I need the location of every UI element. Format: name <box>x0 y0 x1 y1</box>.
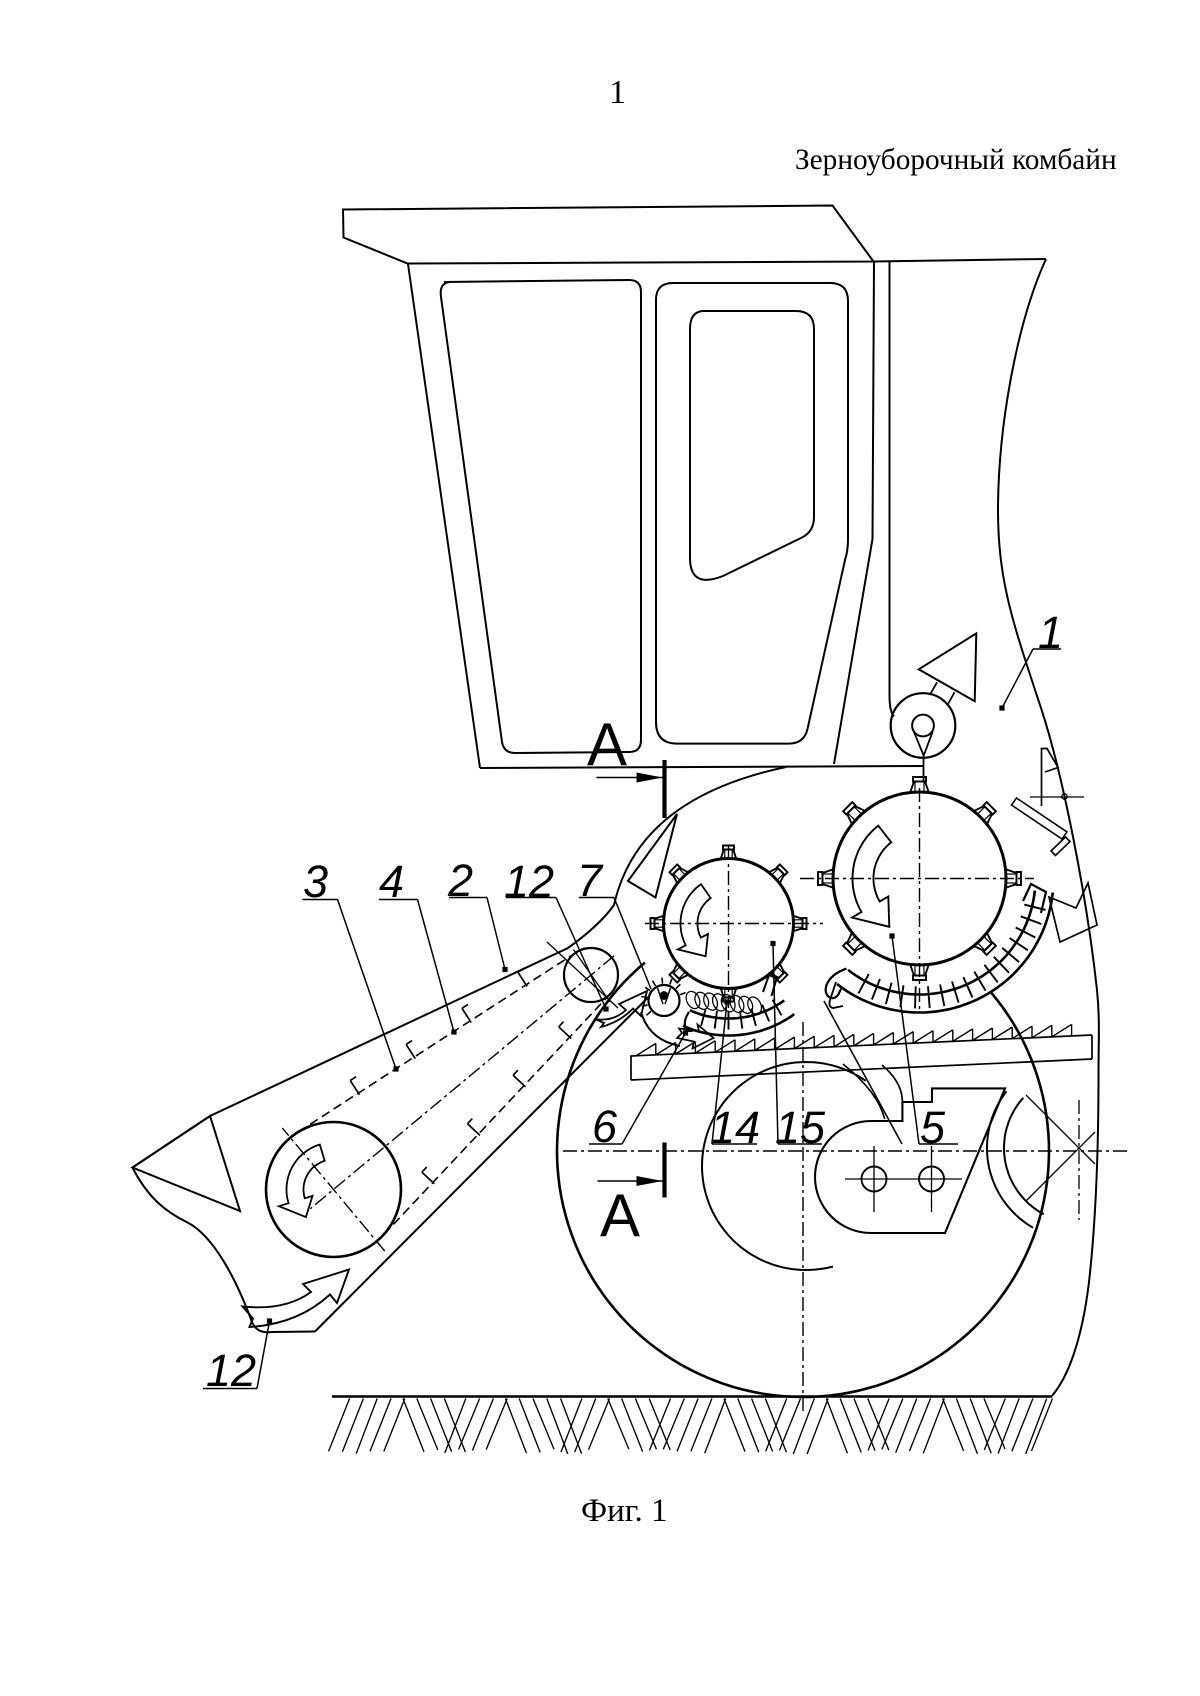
svg-text:2: 2 <box>447 855 473 906</box>
svg-text:1: 1 <box>609 74 626 111</box>
svg-text:5: 5 <box>920 1102 946 1153</box>
svg-text:12: 12 <box>206 1345 256 1396</box>
svg-text:4: 4 <box>379 856 404 907</box>
svg-text:12: 12 <box>504 856 554 907</box>
svg-text:1: 1 <box>1038 607 1063 658</box>
svg-text:3: 3 <box>303 856 328 907</box>
svg-text:15: 15 <box>775 1102 826 1153</box>
svg-text:7: 7 <box>577 855 604 906</box>
svg-text:Зерноуборочный комбайн: Зерноуборочный комбайн <box>795 144 1117 176</box>
svg-text:A: A <box>600 1182 640 1249</box>
svg-text:Фиг. 1: Фиг. 1 <box>581 1493 668 1529</box>
